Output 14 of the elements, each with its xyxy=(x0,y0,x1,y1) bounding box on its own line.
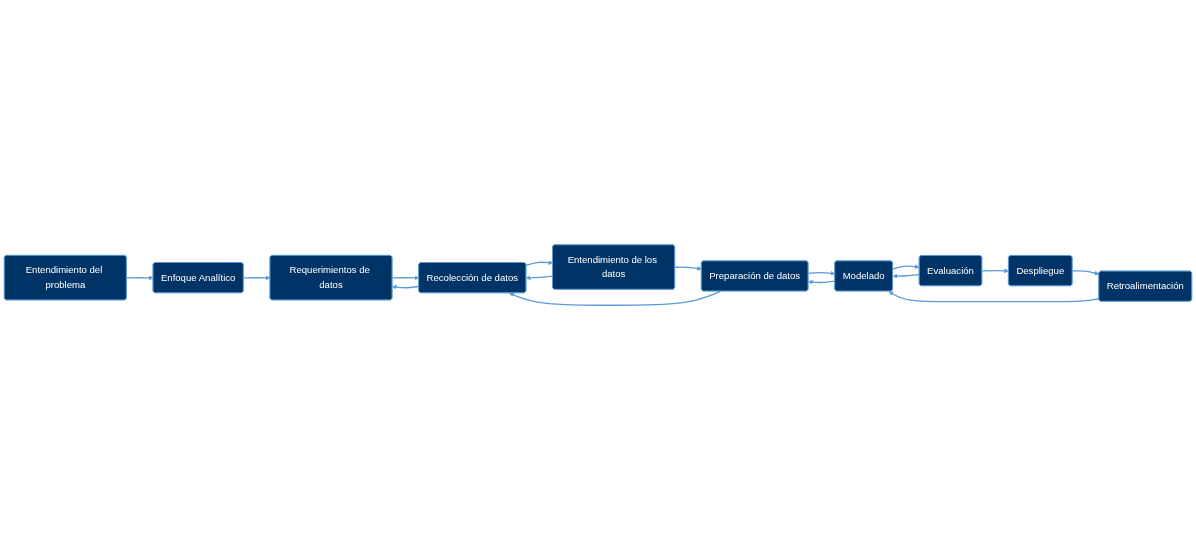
arrow xyxy=(807,271,836,276)
arrow xyxy=(126,275,154,281)
arrow xyxy=(888,291,1100,303)
arrow xyxy=(242,275,271,281)
arrow xyxy=(391,275,420,281)
arrow xyxy=(892,273,921,279)
arrow xyxy=(392,284,420,290)
arrow xyxy=(526,275,554,281)
arrow xyxy=(981,268,1009,274)
arrow xyxy=(674,266,702,271)
arrow xyxy=(892,264,920,270)
arrow xyxy=(525,260,553,266)
arrow xyxy=(808,279,836,285)
arrow xyxy=(1071,270,1100,276)
